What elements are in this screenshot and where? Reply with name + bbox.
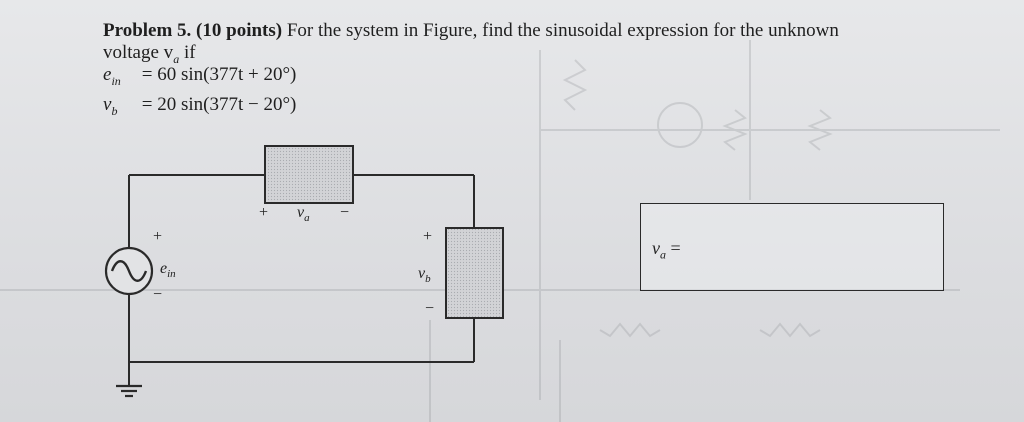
answer-label-sub: a bbox=[660, 247, 666, 262]
va-label: va bbox=[297, 204, 310, 224]
equation-ein-rhs: = 60 sin(377t + 20°) bbox=[137, 64, 297, 85]
problem-text-line2: voltage v bbox=[103, 42, 174, 63]
problem-statement: Problem 5. (10 points) For the system in… bbox=[103, 20, 1003, 70]
source-minus-sign: − bbox=[153, 286, 163, 303]
component-va bbox=[264, 145, 354, 204]
source-label-text: e bbox=[160, 260, 168, 277]
equation-ein: ein = 60 sin(377t + 20°) bbox=[103, 64, 296, 89]
vb-label-sub: b bbox=[425, 273, 431, 286]
equation-vb-sub: b bbox=[111, 103, 118, 118]
ground-icon bbox=[116, 384, 142, 398]
answer-label: va = bbox=[652, 238, 681, 263]
vb-label: vb bbox=[418, 265, 431, 285]
va-label-sub: a bbox=[304, 212, 310, 225]
equation-ein-lhs: e bbox=[103, 64, 112, 85]
va-minus-sign: − bbox=[340, 204, 350, 221]
va-label-text: v bbox=[297, 204, 305, 221]
vb-minus-sign: − bbox=[425, 300, 435, 317]
equation-vb: vb = 20 sin(377t − 20°) bbox=[103, 94, 296, 119]
vb-label-text: v bbox=[418, 265, 426, 282]
equation-ein-sub: in bbox=[111, 73, 121, 88]
problem-heading: Problem 5. (10 points) bbox=[103, 20, 283, 41]
source-label: ein bbox=[160, 260, 176, 280]
answer-label-text: v bbox=[652, 238, 660, 258]
problem-text-line1: For the system in Figure, find the sinus… bbox=[282, 20, 839, 41]
source-label-sub: in bbox=[167, 268, 176, 281]
answer-equals: = bbox=[666, 238, 681, 258]
source-plus-sign: + bbox=[153, 228, 163, 245]
ac-source-icon bbox=[104, 246, 154, 296]
component-vb bbox=[445, 227, 504, 319]
answer-box[interactable] bbox=[640, 203, 944, 291]
vb-plus-sign: + bbox=[423, 228, 433, 245]
equation-vb-lhs: v bbox=[103, 94, 112, 115]
va-plus-sign: + bbox=[259, 204, 269, 221]
problem-text-line2-sub: a bbox=[173, 51, 180, 66]
equation-vb-rhs: = 20 sin(377t − 20°) bbox=[137, 94, 297, 115]
problem-text-line2-end: if bbox=[179, 42, 196, 63]
